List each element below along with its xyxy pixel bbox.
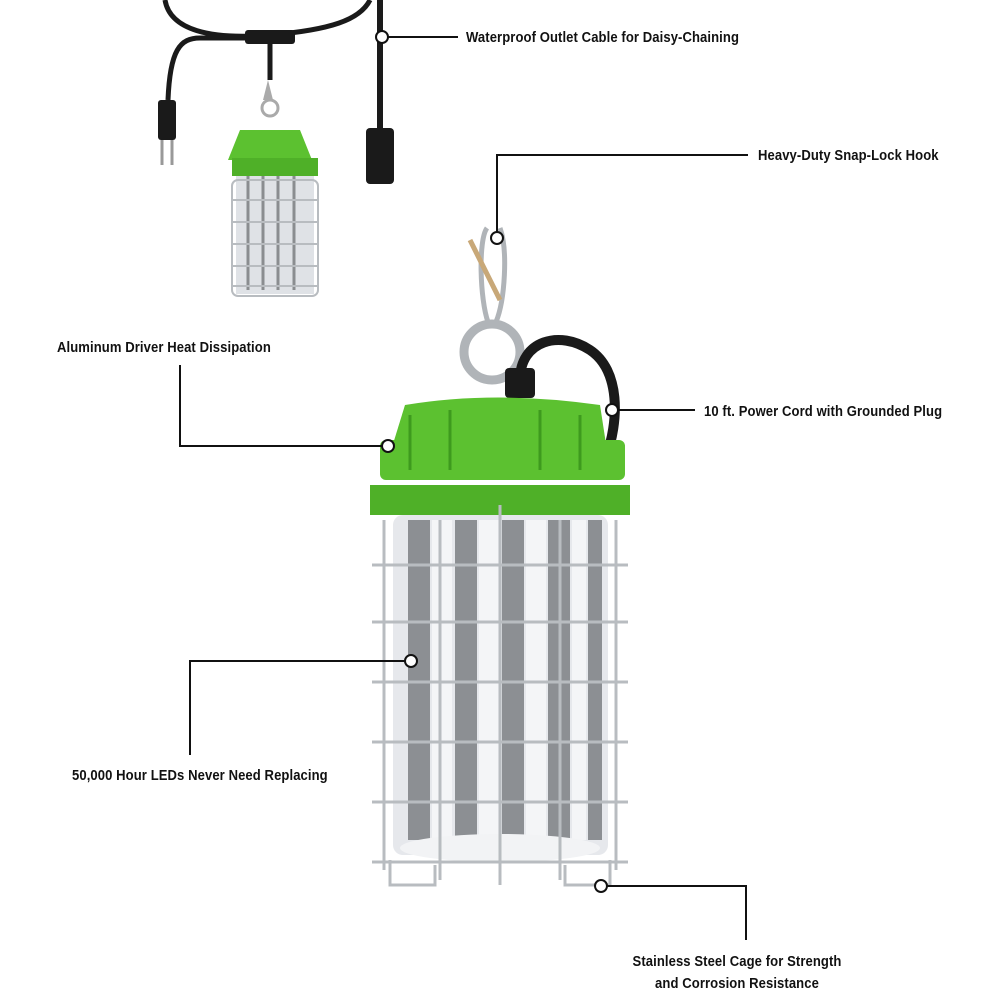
callout-heat-dissipation: Aluminum Driver Heat Dissipation [57, 340, 271, 356]
callout-lines [179, 36, 748, 940]
callout-dots [375, 30, 619, 893]
callout-power-cord: 10 ft. Power Cord with Grounded Plug [704, 404, 943, 420]
callout-leds: 50,000 Hour LEDs Never Need Replacing [72, 768, 328, 784]
main-lamp [370, 226, 630, 887]
callout-cage-line2: and Corrosion Resistance [655, 976, 819, 992]
callout-outlet-cable: Waterproof Outlet Cable for Daisy-Chaini… [466, 30, 740, 46]
small-lamp [158, 0, 394, 297]
callout-hook: Heavy-Duty Snap-Lock Hook [758, 148, 939, 164]
callout-cage-line1: Stainless Steel Cage for Strength [632, 954, 842, 970]
